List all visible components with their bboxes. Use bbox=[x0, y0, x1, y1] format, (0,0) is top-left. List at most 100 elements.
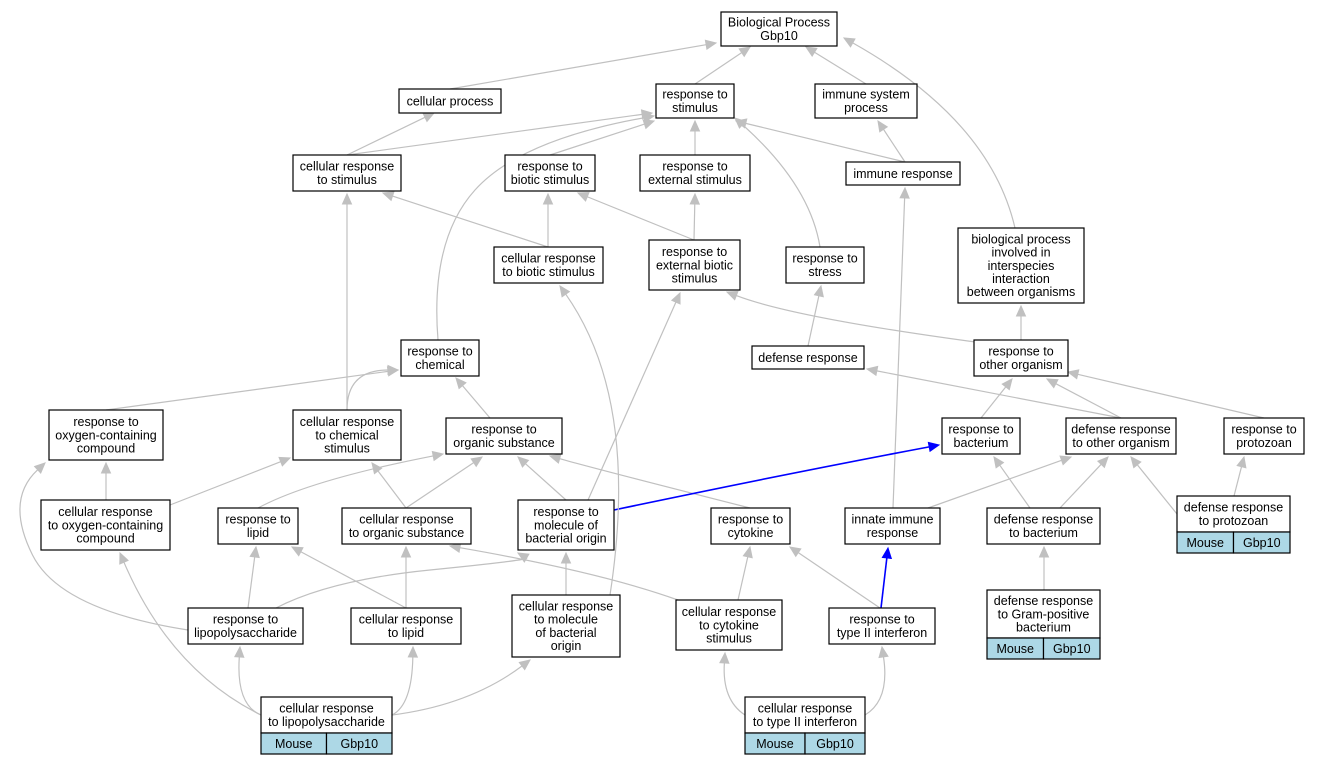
edge-arrowhead bbox=[381, 191, 395, 202]
edge-rst-to-rs bbox=[734, 117, 821, 248]
edge-crmbo-to-rmbo bbox=[560, 551, 572, 595]
edge-drp-to-rp bbox=[1233, 455, 1247, 497]
edge-arrowhead bbox=[33, 462, 46, 475]
edge-rmbo-to-rebs bbox=[587, 291, 681, 501]
edge-arrowhead bbox=[278, 456, 292, 467]
node-label-line: biotic stimulus bbox=[511, 173, 590, 187]
edge-crcs-to-cros bbox=[448, 542, 679, 601]
go-term-node-cp[interactable]: cellular process bbox=[398, 88, 502, 114]
edge-cros-to-ros bbox=[405, 456, 484, 509]
edge-arrowhead bbox=[1066, 369, 1080, 380]
edge-iir-to-droo bbox=[927, 455, 1073, 509]
edge-line bbox=[1055, 383, 1122, 419]
edge-arrowhead bbox=[842, 37, 856, 48]
edge-arrowhead bbox=[877, 119, 889, 133]
edge-crt2-to-crcs bbox=[719, 651, 746, 716]
node-box bbox=[400, 339, 480, 377]
edge-arrowhead bbox=[1236, 455, 1247, 469]
node-label-line: response to bbox=[213, 613, 278, 627]
edge-crlps-to-croc bbox=[119, 551, 262, 716]
node-label-line: immune response bbox=[853, 167, 952, 181]
edge-line bbox=[257, 455, 434, 509]
gene-label: Gbp10 bbox=[1053, 642, 1091, 656]
node-label-line: to molecule bbox=[534, 613, 598, 627]
species-label: Mouse bbox=[275, 737, 313, 751]
node-label-line: molecule of bbox=[534, 518, 598, 532]
edge-rlps-to-rl bbox=[247, 545, 260, 609]
node-box bbox=[1065, 417, 1177, 455]
node-box bbox=[744, 696, 866, 734]
edge-dr-to-rst bbox=[807, 284, 824, 347]
node-label-line: response to bbox=[1231, 423, 1296, 437]
node-label-line: to lipopolysaccharide bbox=[268, 715, 385, 729]
node-label-line: Gbp10 bbox=[760, 29, 798, 43]
edge-rcy-to-ros bbox=[548, 453, 751, 509]
node-box bbox=[828, 607, 936, 645]
go-term-node-ir[interactable]: immune response bbox=[845, 161, 961, 186]
edge-cros-to-crc bbox=[371, 462, 407, 509]
edge-arrowhead bbox=[341, 192, 353, 205]
edge-arrowhead bbox=[448, 542, 462, 553]
edge-line bbox=[391, 656, 414, 716]
node-label-line: response to bbox=[73, 415, 138, 429]
node-box bbox=[40, 499, 171, 551]
edge-isp-to-bp bbox=[804, 46, 867, 85]
edge-line bbox=[565, 293, 620, 596]
edge-arrowhead bbox=[865, 365, 879, 377]
node-label-line: response to bbox=[407, 345, 472, 359]
node-box bbox=[292, 409, 402, 461]
edge-rmbo-to-rb bbox=[613, 441, 941, 511]
node-label-line: response to bbox=[662, 88, 727, 102]
go-term-node-dr[interactable]: defense response bbox=[751, 345, 865, 370]
node-label-line: compound bbox=[76, 532, 134, 546]
edge-arrowhead bbox=[560, 551, 572, 564]
node-label-line: response to bbox=[988, 345, 1053, 359]
node-box bbox=[941, 417, 1021, 455]
edge-arrowhead bbox=[576, 192, 590, 202]
edge-line bbox=[392, 195, 549, 248]
edge-rebs-to-res bbox=[689, 192, 701, 241]
edge-arrowhead bbox=[804, 46, 818, 57]
node-box bbox=[785, 246, 865, 284]
edge-rlps-to-roc bbox=[19, 462, 189, 631]
edge-arrowhead bbox=[993, 456, 1005, 469]
edge-roo-to-bpii bbox=[1015, 304, 1027, 340]
annotation-cell bbox=[804, 732, 866, 755]
edge-line bbox=[882, 129, 906, 163]
edge-line bbox=[1233, 466, 1243, 497]
